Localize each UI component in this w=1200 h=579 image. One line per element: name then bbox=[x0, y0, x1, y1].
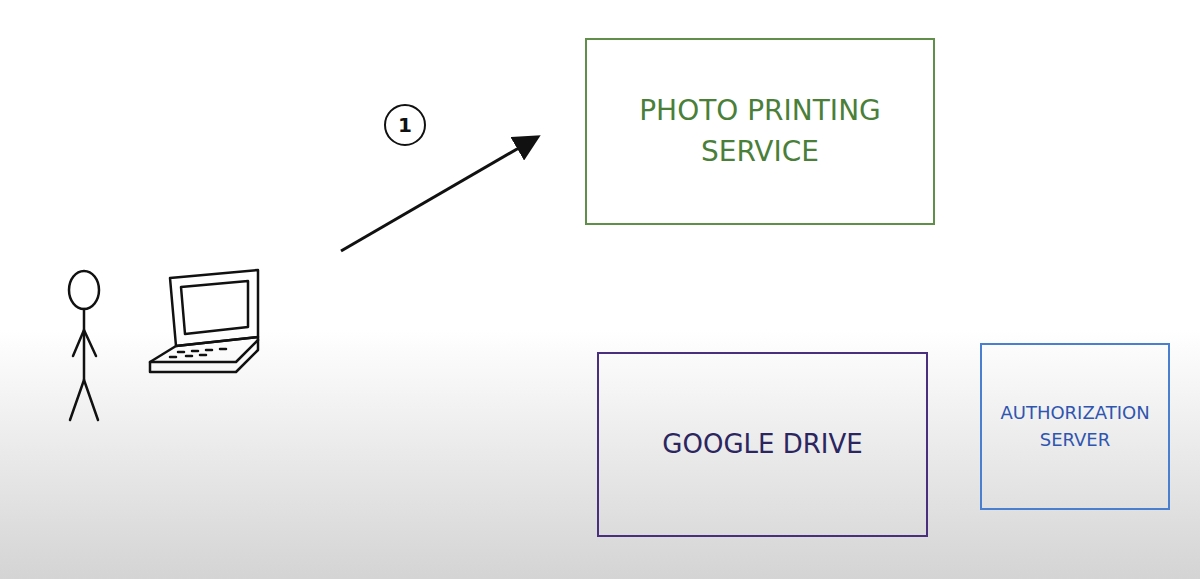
node-label: AUTHORIZATION SERVER bbox=[987, 400, 1163, 452]
callout-text: 1 bbox=[398, 113, 412, 137]
figure-arms bbox=[73, 330, 96, 356]
ground-shade bbox=[0, 330, 1200, 579]
node-label: PHOTO PRINTING SERVICE bbox=[605, 91, 915, 172]
laptop-icon bbox=[150, 270, 258, 372]
laptop-edge bbox=[150, 340, 258, 362]
laptop-base bbox=[150, 337, 258, 372]
figure-legs bbox=[70, 380, 98, 420]
request-arrow bbox=[341, 138, 536, 251]
auth-server-box: AUTHORIZATION SERVER bbox=[980, 343, 1170, 510]
resource-server-box: GOOGLE DRIVE bbox=[597, 352, 928, 537]
node-label: GOOGLE DRIVE bbox=[662, 426, 862, 464]
laptop-display bbox=[181, 281, 248, 334]
figure-body bbox=[83, 309, 86, 380]
laptop-screen bbox=[170, 270, 258, 346]
laptop-keys bbox=[170, 349, 226, 357]
figure-head bbox=[69, 271, 99, 309]
service-box: PHOTO PRINTING SERVICE bbox=[585, 38, 935, 225]
user-figure bbox=[69, 271, 99, 420]
callout-number: 1 bbox=[384, 104, 426, 146]
